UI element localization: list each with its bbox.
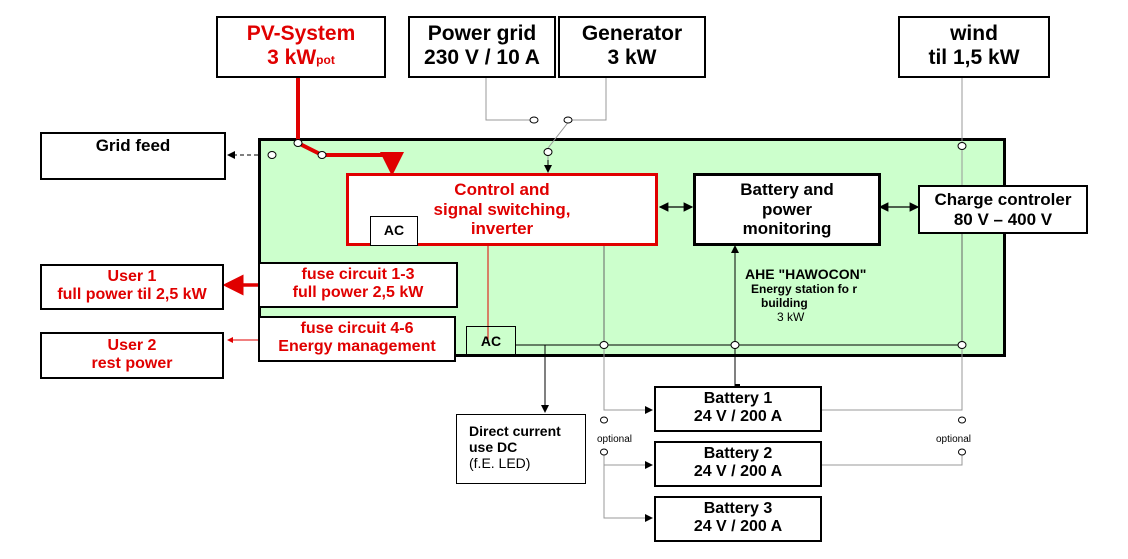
- ac-label-lower: AC: [466, 326, 516, 356]
- battery-2-name: Battery 2: [703, 445, 773, 462]
- control-line3: inverter: [470, 219, 534, 239]
- dc-use-box: Direct current use DC (f.E. LED): [456, 414, 586, 484]
- battery-3-box: Battery 3 24 V / 200 A: [654, 496, 822, 542]
- battery-monitoring-box: Battery and power monitoring: [693, 173, 881, 246]
- fuse2-line1: fuse circuit 4-6: [300, 320, 414, 337]
- wind-box: wind til 1,5 kW: [898, 16, 1050, 78]
- charge-line2: 80 V – 400 V: [953, 209, 1053, 229]
- control-line2: signal switching,: [433, 199, 571, 219]
- battery-1-spec: 24 V / 200 A: [693, 408, 783, 426]
- monitor-line2: power: [761, 199, 813, 219]
- user1-box: User 1 full power til 2,5 kW: [40, 264, 224, 310]
- pv-power-sub: pot: [316, 53, 335, 68]
- battery-2-box: Battery 2 24 V / 200 A: [654, 441, 822, 487]
- optional-label-left: optional: [597, 434, 633, 445]
- generator-wire: [547, 78, 607, 172]
- station-name: AHE "HAWOCON": [745, 266, 867, 282]
- generator-spec: 3 kW: [607, 46, 657, 70]
- station-label: AHE "HAWOCON" Energy station fo r buildi…: [745, 266, 925, 324]
- battery-3-name: Battery 3: [703, 500, 773, 517]
- fuse-circuit-4-6-box: fuse circuit 4-6 Energy management: [258, 316, 456, 362]
- monitor-line3: monitoring: [742, 219, 832, 239]
- fuse2-line2: Energy management: [278, 338, 436, 356]
- battery-3-spec: 24 V / 200 A: [693, 518, 783, 536]
- user2-desc: rest power: [91, 355, 173, 373]
- dc-line3: (f.E. LED): [469, 455, 531, 472]
- pv-power: 3 kW: [267, 46, 317, 70]
- user1-desc: full power til 2,5 kW: [57, 286, 207, 304]
- fuse-circuit-1-3-box: fuse circuit 1-3 full power 2,5 kW: [258, 262, 458, 308]
- dc-line1: Direct current: [469, 423, 561, 439]
- charge-line1: Charge controler: [934, 190, 1072, 209]
- dc-line2: use DC: [469, 439, 518, 456]
- wind-title: wind: [950, 22, 998, 45]
- power-grid-spec: 230 V / 10 A: [424, 46, 540, 70]
- battery-2-spec: 24 V / 200 A: [693, 463, 783, 481]
- charge-controller-box: Charge controler 80 V – 400 V: [918, 185, 1088, 234]
- grid-wire: [485, 78, 530, 121]
- station-desc1: Energy station fo r: [751, 282, 858, 296]
- grid-feed-box: Grid feed: [40, 132, 226, 180]
- battery-1-box: Battery 1 24 V / 200 A: [654, 386, 822, 432]
- generator-title: Generator: [581, 22, 683, 45]
- grid-feed-label: Grid feed: [95, 136, 171, 155]
- monitor-line1: Battery and: [740, 180, 834, 199]
- generator-box: Generator 3 kW: [558, 16, 706, 78]
- user1-title: User 1: [107, 268, 157, 285]
- user2-box: User 2 rest power: [40, 332, 224, 379]
- power-grid-box: Power grid 230 V / 10 A: [408, 16, 556, 78]
- pv-title: PV-System: [246, 22, 356, 45]
- user2-title: User 2: [107, 337, 157, 354]
- fuse1-line1: fuse circuit 1-3: [301, 266, 415, 283]
- pv-system-box: PV-System 3 kWpot: [216, 16, 386, 78]
- ac-label-upper: AC: [370, 216, 418, 246]
- power-grid-title: Power grid: [427, 22, 537, 45]
- fuse1-line2: full power 2,5 kW: [292, 284, 424, 302]
- station-power: 3 kW: [777, 310, 805, 324]
- pv-wire: [296, 78, 404, 176]
- optional-label-right: optional: [936, 434, 972, 445]
- battery-1-name: Battery 1: [703, 390, 773, 407]
- control-line1: Control and: [454, 180, 550, 199]
- station-desc2: building: [761, 296, 808, 310]
- wind-spec: til 1,5 kW: [928, 46, 1020, 70]
